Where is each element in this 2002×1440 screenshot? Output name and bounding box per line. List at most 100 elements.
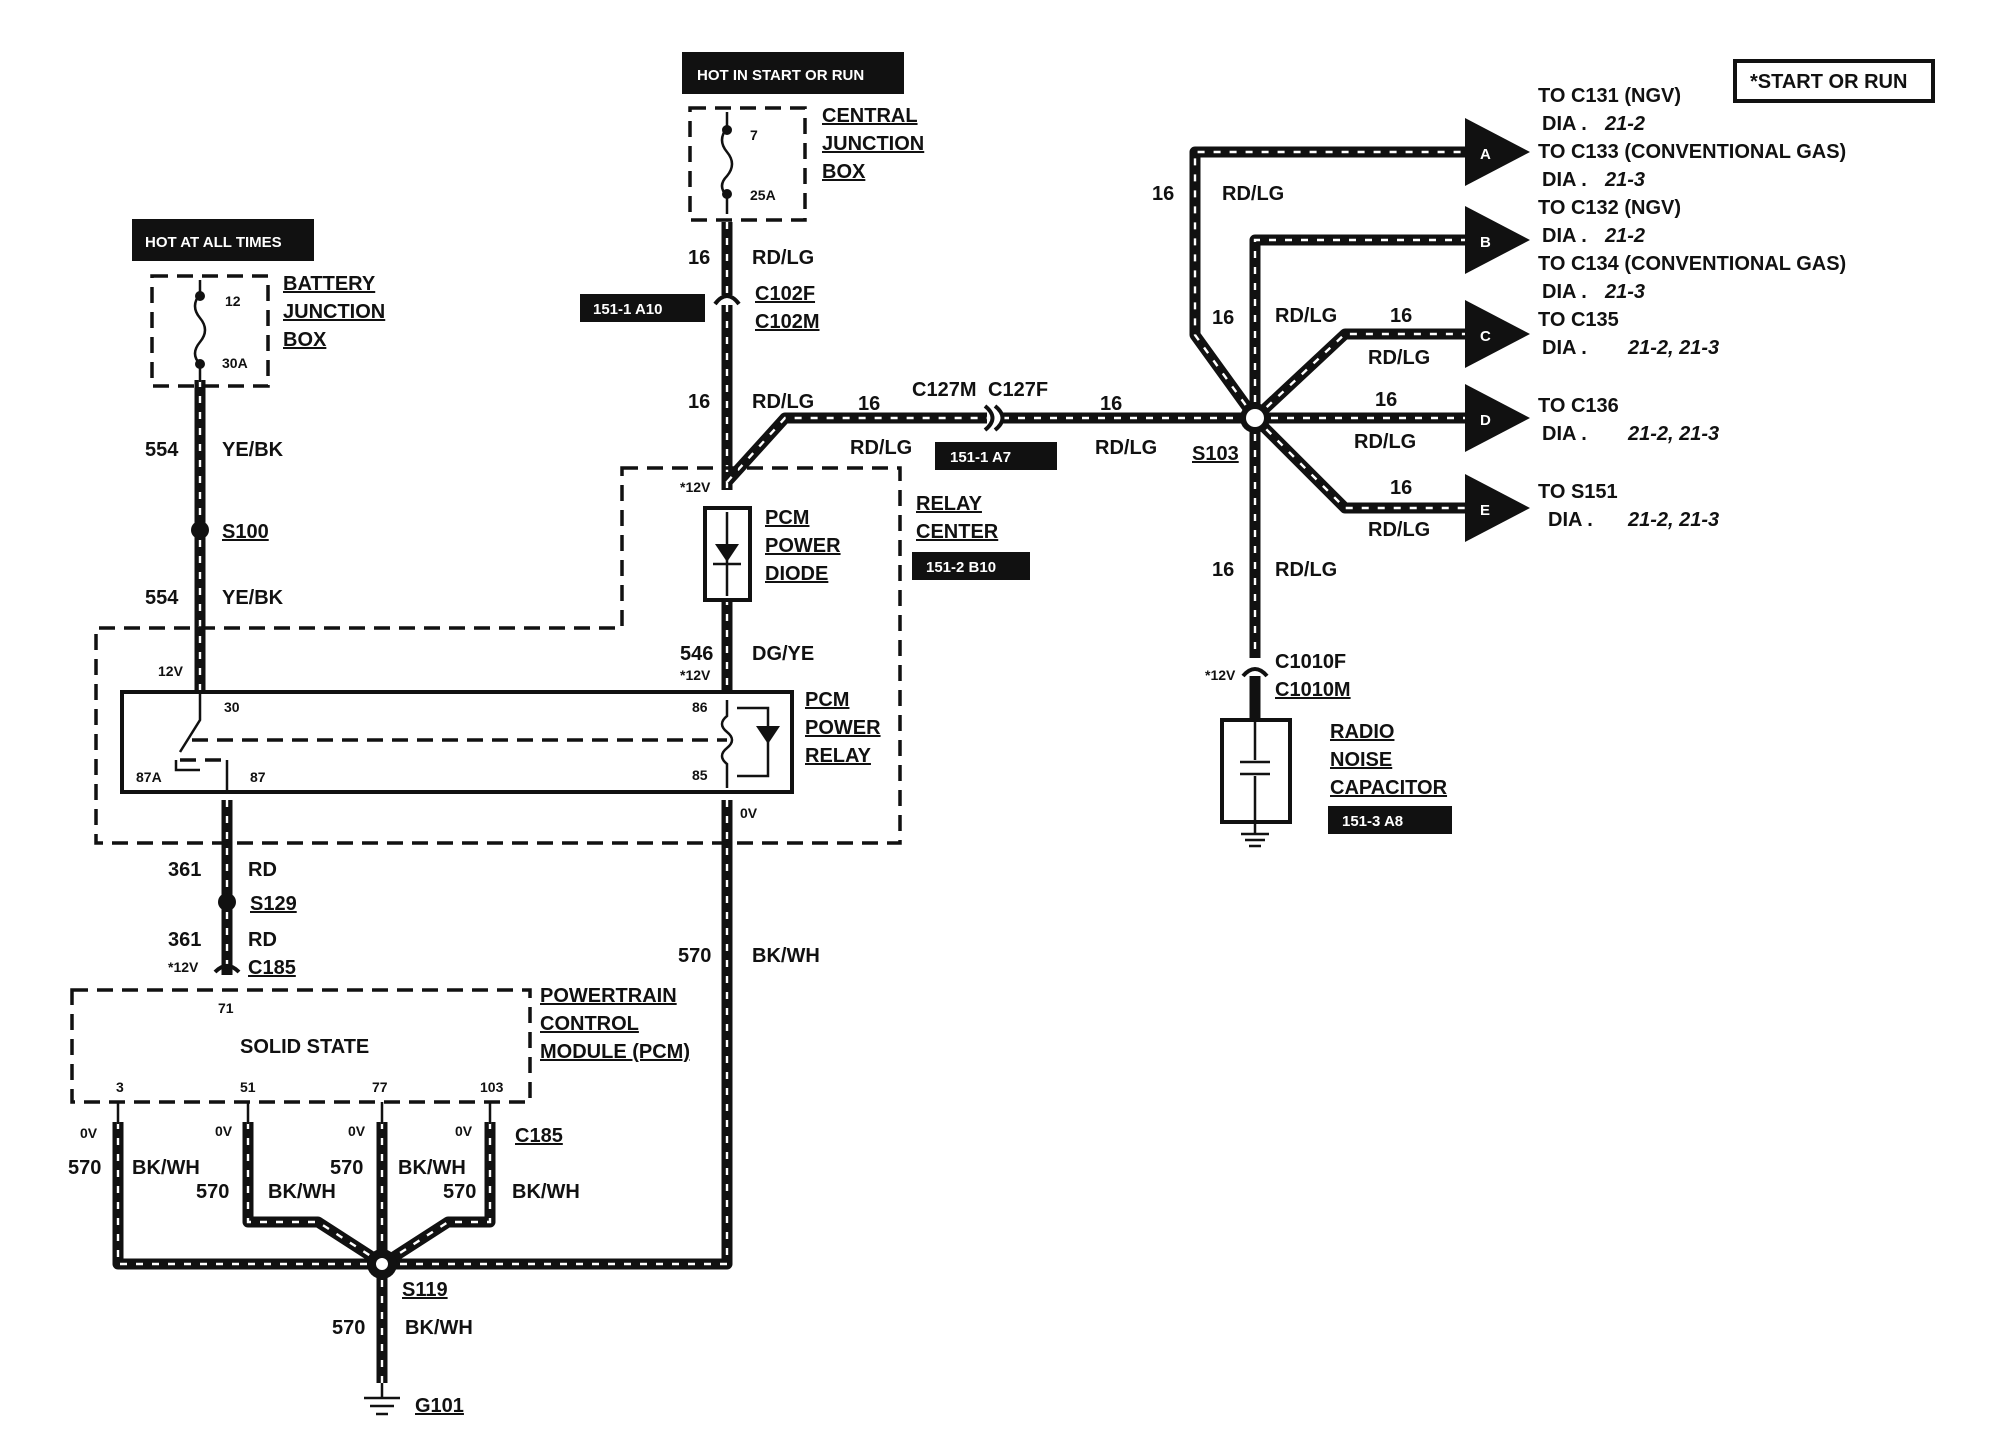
splice-s103-label: S103 (1192, 443, 1239, 465)
ref-151-2-b10: 151-2 B10 (926, 559, 996, 576)
relay-pin-87a: 87A (136, 769, 162, 785)
wire-color-bkwh-pin3: BK/WH (132, 1157, 200, 1179)
voltage-0v-pin3: 0V (80, 1125, 98, 1141)
battery-junction-label-2: JUNCTION (283, 301, 385, 323)
arrow-e-letter: E (1480, 502, 1490, 519)
wire-gauge-546: 546 (680, 643, 713, 665)
wire-color-rd-upper: RD (248, 859, 277, 881)
arrow-b (1465, 206, 1530, 274)
ground-g101 (364, 1383, 400, 1416)
wire-color-bkwh-pin77: BK/WH (398, 1157, 466, 1179)
connector-c127f-label: C127F (988, 379, 1048, 401)
connector-c1010m-label: C1010M (1275, 679, 1351, 701)
connector-c102 (713, 294, 741, 306)
wire-gauge-16-c127-right: 16 (1100, 393, 1122, 415)
diode-label-2: POWER (765, 535, 841, 557)
pcm-pin-77: 77 (372, 1079, 388, 1095)
ground-g101-label: G101 (415, 1395, 464, 1417)
fuse-12-number: 12 (225, 293, 241, 309)
relay-diode (756, 726, 780, 744)
arrow-c (1465, 300, 1530, 368)
dest-e-line-2-dia: DIA . (1548, 509, 1593, 531)
wire-color-bkwh-relay: BK/WH (752, 945, 820, 967)
connector-c185-top (213, 964, 241, 974)
wire-gauge-570-g101: 570 (332, 1317, 365, 1339)
wire-color-rdlg-branch-a: RD/LG (1222, 183, 1284, 205)
voltage-12v-diode-top: *12V (680, 479, 711, 495)
wire-color-rdlg-c102: RD/LG (752, 391, 814, 413)
wire-rdlg-branch-c (1251, 328, 1470, 423)
wire-gauge-16-branch-c: 16 (1390, 305, 1412, 327)
destination-arrows: A B C D E (1465, 118, 1530, 542)
central-junction-label-2: JUNCTION (822, 133, 924, 155)
destination-list: TO C131 (NGV) DIA . 21-2 TO C133 (CONVEN… (1538, 85, 1846, 531)
wire-gauge-554-lower: 554 (145, 587, 179, 609)
pcm-pin-3: 3 (116, 1079, 124, 1095)
connector-c127m-label: C127M (912, 379, 976, 401)
wire-gauge-361-upper: 361 (168, 859, 201, 881)
fuse-12-amperage: 30A (222, 355, 248, 371)
diode-symbol (715, 544, 739, 562)
fuse-7-amperage: 25A (750, 187, 776, 203)
connector-c102f-label: C102F (755, 283, 815, 305)
diode-label-3: DIODE (765, 563, 828, 585)
wire-gauge-570-pin51: 570 (196, 1181, 229, 1203)
wire-color-rdlg-branch-c: RD/LG (1368, 347, 1430, 369)
arrow-e (1465, 474, 1530, 542)
header-hot-at-all-times-box (132, 219, 314, 261)
splice-s119-label: S119 (402, 1279, 448, 1301)
dest-b-line-2-dia: DIA . (1542, 225, 1587, 247)
relay-coil (720, 700, 734, 788)
voltage-0v-relay-85: 0V (740, 805, 758, 821)
fuse-7-number: 7 (750, 127, 758, 143)
wire-color-rdlg-c127-right: RD/LG (1095, 437, 1157, 459)
pcm-pin-103: 103 (480, 1079, 504, 1095)
wire-gauge-16-branch-b: 16 (1212, 307, 1234, 329)
wire-gauge-16-c102: 16 (688, 391, 710, 413)
relay-center-outline (94, 466, 902, 845)
wire-gauge-16-c127-left: 16 (858, 393, 880, 415)
dest-a-line-1: TO C131 (NGV) (1538, 85, 1681, 107)
dest-e-line-2-ref: 21-2, 21-3 (1627, 509, 1719, 531)
wire-color-bkwh-g101: BK/WH (405, 1317, 473, 1339)
wire-gauge-16-branch-e: 16 (1390, 477, 1412, 499)
wire-color-rdlg-branch-e: RD/LG (1368, 519, 1430, 541)
connector-c1010 (1241, 667, 1269, 678)
connector-c185-top-label: C185 (248, 957, 296, 979)
voltage-12v-relay-86: *12V (680, 667, 711, 683)
central-junction-box (688, 106, 807, 222)
dest-a-line-2-dia: DIA . (1542, 113, 1587, 135)
arrow-c-letter: C (1480, 328, 1491, 345)
ref-151-1-a10: 151-1 A10 (593, 301, 663, 318)
pcm-pin-51: 51 (240, 1079, 256, 1095)
wire-group (112, 146, 1470, 1383)
relay-pin-87: 87 (250, 769, 266, 785)
pcm-module (70, 988, 532, 1104)
dest-b-line-4-ref: 21-3 (1604, 281, 1645, 303)
splice-s100-label: S100 (222, 521, 269, 543)
battery-junction-box (150, 274, 270, 388)
voltage-12v-relay-30: 12V (158, 663, 184, 679)
fuse-7-symbol (720, 112, 734, 214)
dest-d-line-2-dia: DIA . (1542, 423, 1587, 445)
connector-c127 (983, 404, 1005, 432)
arrow-b-letter: B (1480, 234, 1491, 251)
pcm-power-relay (120, 690, 794, 794)
wire-gauge-570-pin3: 570 (68, 1157, 101, 1179)
header-hot-at-all-times: HOT AT ALL TIMES (145, 234, 282, 251)
pcm-power-diode (703, 506, 752, 602)
battery-junction-label-3: BOX (283, 329, 327, 351)
relay-label-2: POWER (805, 717, 881, 739)
connector-c102m-label: C102M (755, 311, 819, 333)
dest-c-line-1: TO C135 (1538, 309, 1619, 331)
wire-gauge-16-cjb: 16 (688, 247, 710, 269)
wire-color-bkwh-pin51: BK/WH (268, 1181, 336, 1203)
battery-junction-label-1: BATTERY (283, 273, 376, 295)
relay-center-label-1: RELAY (916, 493, 983, 515)
arrow-a-letter: A (1480, 146, 1491, 163)
dest-b-line-2-ref: 21-2 (1604, 225, 1645, 247)
splice-s100 (191, 521, 209, 539)
dest-a-line-2-ref: 21-2 (1604, 113, 1645, 135)
dest-a-line-3: TO C133 (CONVENTIONAL GAS) (1538, 141, 1846, 163)
